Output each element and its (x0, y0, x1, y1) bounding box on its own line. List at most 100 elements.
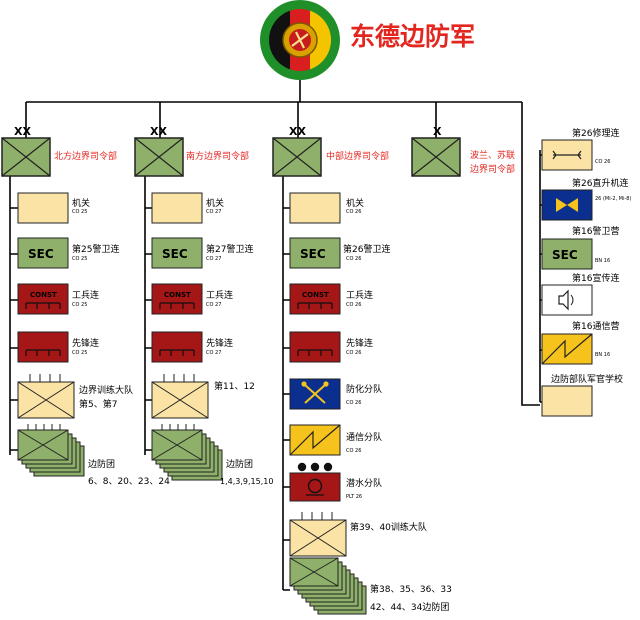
engineer-symbol: CONST (302, 291, 329, 299)
engineer-symbol: CONST (30, 291, 57, 299)
unit-label: 通信分队 (346, 431, 382, 443)
engineer-symbol: CONST (164, 291, 191, 299)
pioneer-box (151, 331, 203, 363)
hq-poland-ussr: X 波兰、苏联 边界司令部 (411, 125, 515, 177)
school-box (541, 385, 593, 417)
security-box (17, 237, 69, 269)
unit-label: 第11、12 (214, 380, 255, 392)
unit-size: CO 25 (72, 350, 87, 356)
unit-label: 第16通信营 (572, 320, 619, 332)
unit-label: 防化分队 (346, 383, 382, 395)
unit-label: 边防团 (226, 458, 253, 470)
unit-label: 工兵连 (206, 289, 233, 301)
unit-label: 第25警卫连 (72, 243, 119, 255)
unit-size: CO 25 (72, 256, 87, 262)
unit-sub: 1,4,3,9,15,10 (220, 477, 273, 486)
unit-label: 第26警卫连 (343, 243, 390, 255)
hq-north-echelon: XX (14, 125, 31, 138)
unit-label: 机关 (72, 197, 90, 209)
unit-label: 先锋连 (346, 337, 373, 349)
security-box (151, 237, 203, 269)
diagram-title: 东德边防军 (350, 22, 475, 51)
unit-size: 26 (Mi-2, Mi-8) (595, 196, 631, 202)
hq-central-label: 中部边界司令部 (326, 150, 389, 162)
hq-staff-box (151, 192, 203, 224)
unit-size: CO 27 (206, 256, 221, 262)
signal-box (289, 424, 341, 456)
helicopter-box (541, 189, 593, 221)
unit-label: 工兵连 (72, 289, 99, 301)
unit-label: 先锋连 (206, 337, 233, 349)
column-south: 机关 CO 27 SEC 第27警卫连 CO 27 CONST 工兵连 CO 2… (151, 192, 273, 486)
hq-poland-ussr-label-2: 边界司令部 (470, 163, 515, 175)
unit-label: 边防团 (88, 458, 115, 470)
hq-south-echelon: XX (150, 125, 167, 138)
hq-central: XX 中部边界司令部 (272, 125, 389, 177)
unit-sub: 第5、第7 (79, 398, 117, 410)
hq-north: XX 北方边界司令部 (1, 125, 117, 177)
training-group-box (289, 512, 347, 557)
hq-staff-box (17, 192, 69, 224)
engineer-box (17, 283, 69, 315)
unit-size: CO 26 (346, 302, 361, 308)
unit-label: 第38、35、36、33 (370, 583, 452, 595)
unit-label: 第16宣传连 (572, 272, 619, 284)
engineer-box (289, 283, 341, 315)
unit-size: PLT 26 (346, 494, 362, 500)
security-box (289, 237, 341, 269)
security-box (541, 238, 593, 270)
unit-size: CO 27 (206, 302, 221, 308)
unit-size: CO 27 (206, 350, 221, 356)
engineer-box (151, 283, 203, 315)
pioneer-box (289, 331, 341, 363)
hq-poland-ussr-label-1: 波兰、苏联 (470, 149, 515, 161)
unit-label: 工兵连 (346, 289, 373, 301)
hq-south-label: 南方边界司令部 (186, 150, 249, 162)
support-column: 第26修理连 CO 26 第26直升机连 26 (Mi-2, Mi-8) SEC… (541, 127, 631, 417)
hq-staff-box (289, 192, 341, 224)
unit-sub: 6、8、20、23、24 (88, 477, 170, 487)
security-symbol: SEC (28, 247, 54, 261)
unit-label: 第27警卫连 (206, 243, 253, 255)
unit-label: 第26修理连 (572, 127, 619, 139)
hq-north-label: 北方边界司令部 (54, 150, 117, 162)
unit-label: 机关 (206, 197, 224, 209)
training-group-box (17, 374, 75, 419)
training-group-box (151, 374, 209, 419)
unit-sub: 42、44、34边防团 (370, 601, 449, 613)
regiment-stack (289, 557, 367, 615)
unit-size: CO 26 (346, 350, 361, 356)
unit-size: CO 26 (346, 256, 361, 262)
hq-poland-ussr-echelon: X (433, 125, 442, 138)
unit-label: 边防部队军官学校 (551, 373, 623, 385)
security-symbol: SEC (300, 247, 326, 261)
unit-label: 第39、40训练大队 (350, 521, 427, 533)
diver-box (289, 462, 341, 502)
unit-size: CO 27 (206, 209, 221, 215)
unit-label: 边界训练大队 (79, 384, 133, 396)
unit-size: CO 25 (72, 302, 87, 308)
unit-label: 机关 (346, 197, 364, 209)
unit-size: CO 26 (595, 159, 610, 165)
unit-size: BN 16 (595, 352, 610, 358)
hq-central-echelon: XX (289, 125, 306, 138)
hq-south: XX 南方边界司令部 (134, 125, 249, 177)
security-symbol: SEC (162, 247, 188, 261)
unit-label: 第26直升机连 (572, 177, 628, 189)
unit-size: CO 26 (346, 209, 361, 215)
column-north: 机关 CO 25 SEC 第25警卫连 CO 25 CONST 工兵连 CO 2… (17, 192, 170, 487)
signal-battalion-box (541, 333, 593, 365)
unit-size: CO 26 (346, 448, 361, 454)
unit-label: 先锋连 (72, 337, 99, 349)
unit-size: CO 26 (346, 400, 361, 406)
propaganda-box (541, 284, 593, 316)
unit-size: CO 25 (72, 209, 87, 215)
security-symbol: SEC (552, 248, 578, 262)
unit-size: BN 16 (595, 258, 610, 264)
pioneer-box (17, 331, 69, 363)
column-central: 机关 CO 26 SEC 第26警卫连 CO 26 CONST 工兵连 CO 2… (289, 192, 452, 615)
regiment-stack (151, 424, 223, 481)
chemical-box (289, 378, 341, 410)
gdr-emblem (260, 0, 340, 80)
